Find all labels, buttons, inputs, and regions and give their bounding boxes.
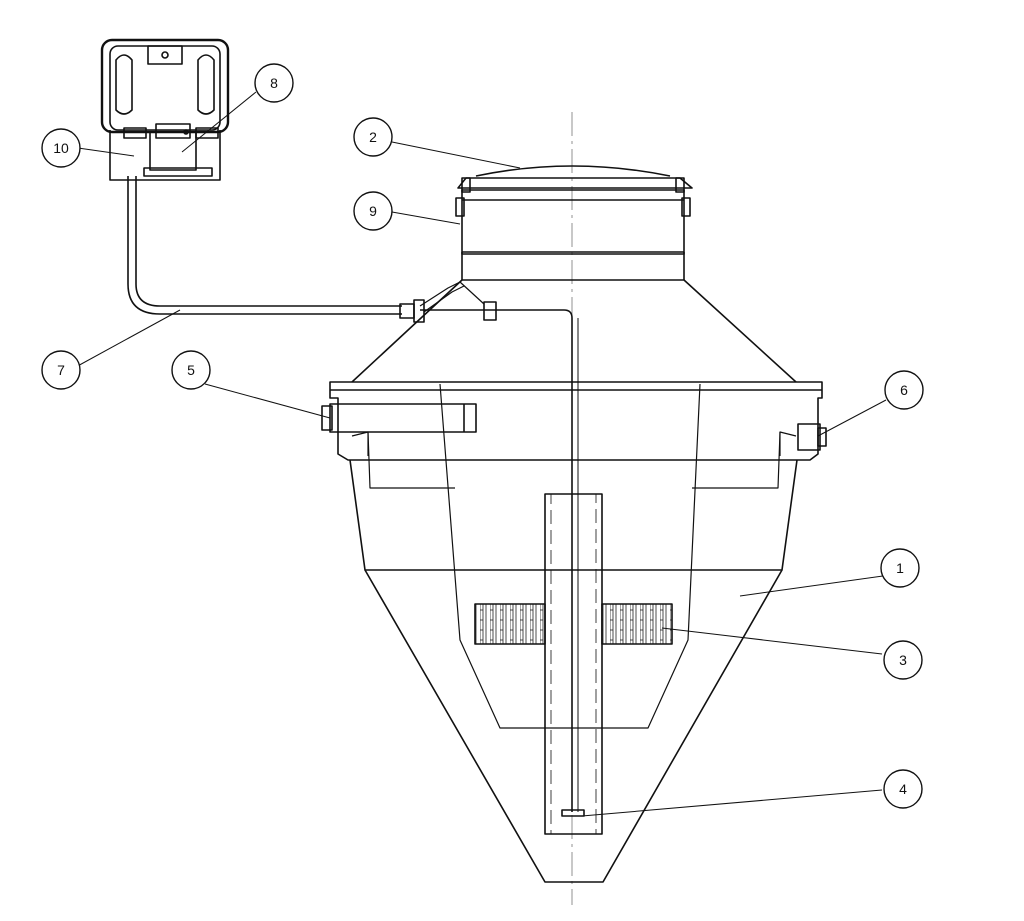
callout-5: 5 [171,350,211,390]
callout-6: 6 [884,370,924,410]
filter-media [474,603,673,645]
pump-housing [100,38,230,181]
air-hose [127,176,402,315]
callout-7: 7 [41,350,81,390]
callout-2-label: 2 [369,129,377,145]
outlet-pipe [797,423,827,451]
callout-2: 2 [353,117,393,157]
fittings [399,281,497,323]
callout-9-label: 9 [369,203,377,219]
air-pump [143,123,213,177]
air-line [420,309,585,817]
leader-lines [73,91,898,817]
central-tube [544,493,603,835]
tank-body [329,381,823,883]
callout-10: 10 [41,128,81,168]
callout-8-label: 8 [270,75,278,91]
callout-1-label: 1 [896,560,904,576]
callout-3-label: 3 [899,652,907,668]
callout-6-label: 6 [900,382,908,398]
inlet-pipe [321,403,477,433]
callout-7-label: 7 [57,362,65,378]
callout-5-label: 5 [187,362,195,378]
callout-4: 4 [883,769,923,809]
riser [455,189,691,255]
callout-9: 9 [353,191,393,231]
callout-10-label: 10 [53,140,69,156]
lid [457,165,693,193]
callout-1: 1 [880,548,920,588]
callout-8: 8 [254,63,294,103]
callout-3: 3 [883,640,923,680]
callout-4-label: 4 [899,781,907,797]
tank-shoulder [351,252,797,383]
